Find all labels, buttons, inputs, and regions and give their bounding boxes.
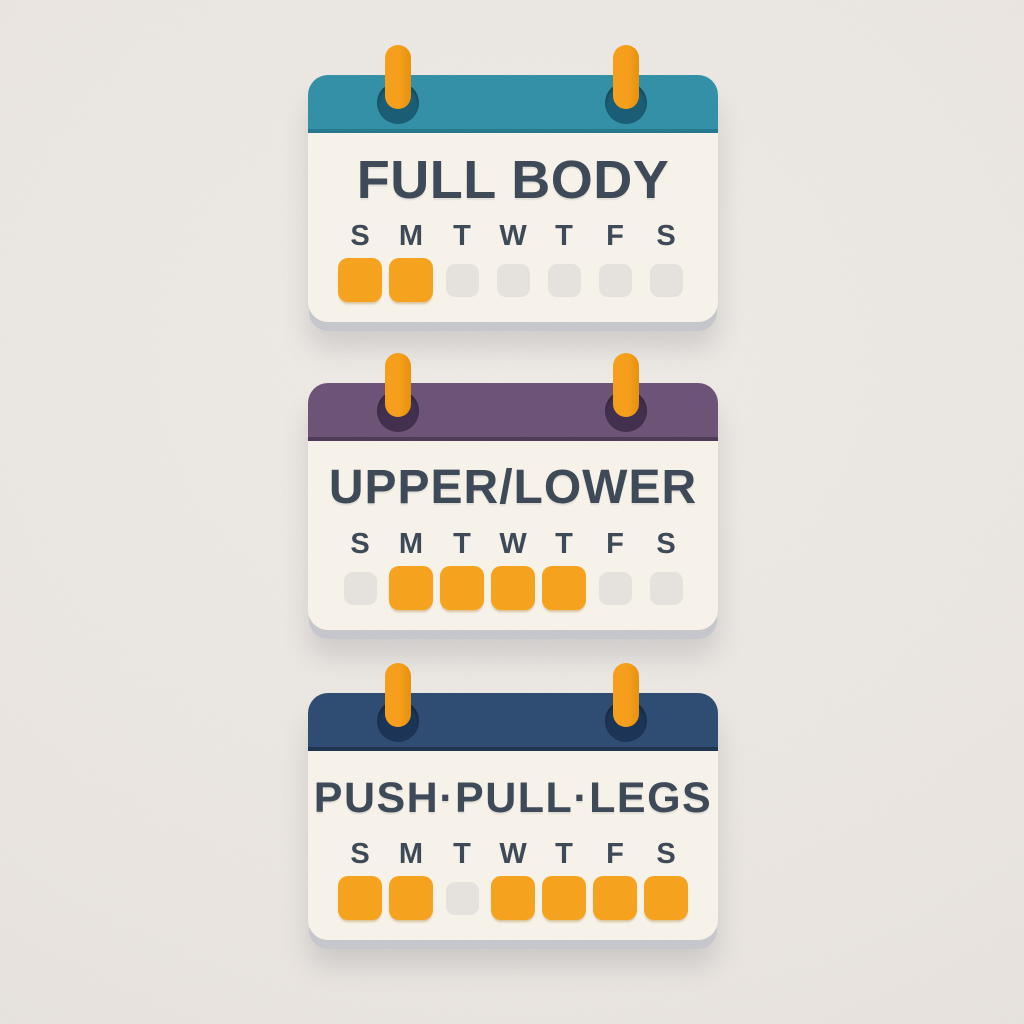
weekday-letter: M [398, 220, 424, 252]
rest-day-square [547, 263, 581, 297]
workout-day-square [389, 876, 433, 920]
workout-day-square [440, 566, 484, 610]
weekday-letter: T [453, 220, 471, 252]
weekday-letter: T [555, 220, 573, 252]
hanger-pin-icon [385, 663, 411, 727]
workout-day-square [389, 258, 433, 302]
weekday-letter: S [656, 528, 676, 560]
workout-day-square [593, 876, 637, 920]
workout-day-square [491, 876, 535, 920]
weekday-letter: F [606, 220, 624, 252]
weekday-letter: M [398, 838, 424, 870]
rest-day-square [598, 263, 632, 297]
weekday-letter: F [606, 528, 624, 560]
rest-day-square [445, 881, 479, 915]
weekday-letter: S [350, 528, 370, 560]
weekday-letter: T [453, 528, 471, 560]
hanger-pin-icon [613, 353, 639, 417]
rest-day-square [343, 571, 377, 605]
workout-day-square [542, 876, 586, 920]
split-title: UPPER/LOWER [328, 461, 698, 514]
weekday-letter: S [350, 838, 370, 870]
day-squares-row [308, 876, 718, 920]
workout-day-square [542, 566, 586, 610]
workout-day-square [338, 258, 382, 302]
weekday-letter: T [555, 838, 573, 870]
weekday-letter: T [555, 528, 573, 560]
weekday-letter: W [499, 528, 527, 560]
rest-day-square [496, 263, 530, 297]
weekday-letter: S [656, 838, 676, 870]
weekday-letter: F [606, 838, 624, 870]
day-squares-row [308, 258, 718, 302]
weekday-letter: W [499, 838, 527, 870]
workout-day-square [389, 566, 433, 610]
weekday-letter: W [499, 220, 527, 252]
weekday-letter: T [453, 838, 471, 870]
workout-day-square [644, 876, 688, 920]
weekday-letter: S [350, 220, 370, 252]
split-title: FULL BODY [356, 150, 670, 210]
hanger-pin-icon [385, 45, 411, 109]
rest-day-square [598, 571, 632, 605]
hanger-pin-icon [613, 45, 639, 109]
calendar-header-bar [308, 383, 718, 441]
weekday-letter: M [398, 528, 424, 560]
workout-day-square [491, 566, 535, 610]
workout-day-square [338, 876, 382, 920]
calendar-header-bar [308, 693, 718, 751]
rest-day-square [649, 571, 683, 605]
rest-day-square [445, 263, 479, 297]
weekday-letter: S [656, 220, 676, 252]
rest-day-square [649, 263, 683, 297]
hanger-pin-icon [613, 663, 639, 727]
calendar-header-bar [308, 75, 718, 133]
hanger-pin-icon [385, 353, 411, 417]
split-title: PUSH·PULL·LEGS [313, 774, 713, 822]
day-squares-row [308, 566, 718, 610]
